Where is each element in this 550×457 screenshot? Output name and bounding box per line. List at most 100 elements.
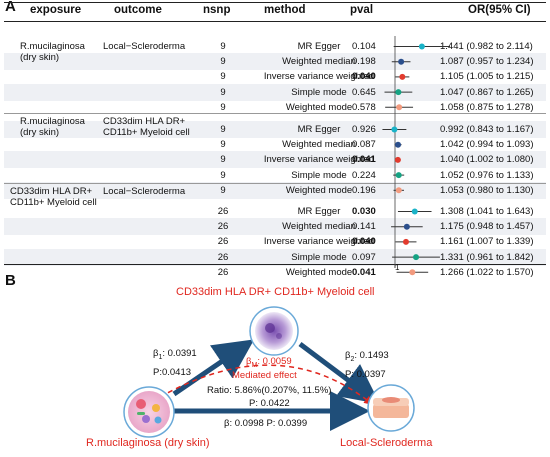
or-cell: 1.161 (1.007 to 1.339) <box>440 236 534 248</box>
method-cell: Weighted mode <box>285 184 353 196</box>
method-cell: Simple mode <box>291 169 347 181</box>
pval-cell: 0.141 <box>352 221 376 233</box>
nsnp-cell: 9 <box>220 101 226 113</box>
estimate-point <box>409 269 416 276</box>
or-cell: 1.331 (0.961 to 1.842) <box>440 251 534 263</box>
nsnp-cell: 9 <box>220 41 226 52</box>
estimate-point <box>391 126 398 133</box>
estimate-point <box>399 73 406 80</box>
nsnp-cell: 26 <box>217 236 229 248</box>
method-cell: MR Egger <box>297 206 341 217</box>
group1-exposure: R.mucilaginosa(dry skin) <box>20 41 85 63</box>
or-cell: 1.087 (0.957 to 1.234) <box>440 56 534 68</box>
header-nsnp: nsnp <box>203 4 231 16</box>
mediator-label: CD33dim HLA DR+ CD11b+ Myeloid cell <box>176 286 375 298</box>
direct-effect-annotation: β: 0.0998 P: 0.0399 <box>224 418 308 429</box>
header-bottom-rule <box>4 21 546 22</box>
nsnp-cell: 9 <box>220 86 226 98</box>
group2-outcome: CD33dim HLA DR+CD11b+ Myeloid cell <box>103 116 190 138</box>
nsnp-cell: 9 <box>220 139 226 151</box>
outcome-node <box>367 384 415 432</box>
or-cell: 1.441 (0.982 to 2.114) <box>440 41 533 52</box>
group2-exposure: R.mucilaginosa(dry skin) <box>20 116 85 138</box>
estimate-point <box>395 172 402 179</box>
header-exposure: exposure <box>30 4 82 16</box>
pval-cell: 0.087 <box>352 139 376 151</box>
method-cell: Inverse variance weighted <box>263 236 375 248</box>
nsnp-cell: 26 <box>217 266 229 278</box>
group-separator-2 <box>4 183 546 184</box>
or-cell: 1.042 (0.994 to 1.093) <box>440 139 534 151</box>
nsnp-cell: 26 <box>217 221 229 233</box>
method-cell: MR Egger <box>297 124 341 135</box>
method-cell: Weighted median <box>282 139 356 151</box>
betaM-annotation: βM: 0.0059 <box>246 356 292 369</box>
ratio-p-annotation: P: 0.0422 <box>249 398 290 409</box>
estimate-point <box>418 43 425 50</box>
pval-cell: 0.224 <box>352 169 376 181</box>
mediator-node <box>249 306 299 356</box>
method-cell: Weighted median <box>282 56 356 68</box>
nsnp-cell: 9 <box>220 184 226 196</box>
group3-outcome: Local−Scleroderma <box>103 186 186 197</box>
header-or: OR(95% CI) <box>468 4 531 16</box>
or-cell: 1.105 (1.005 to 1.215) <box>440 71 534 83</box>
axis-tick-label-1: 1 <box>395 263 400 272</box>
or-cell: 1.175 (0.948 to 1.457) <box>440 221 534 233</box>
mediated-effect-curve <box>159 364 374 405</box>
pval-cell: 0.030 <box>352 206 376 217</box>
nsnp-cell: 9 <box>220 124 226 135</box>
exposure-label: R.mucilaginosa (dry skin) <box>86 437 210 449</box>
forest-plot <box>382 36 451 276</box>
arrow-exposure-to-mediator <box>172 339 255 397</box>
nsnp-cell: 9 <box>220 154 226 166</box>
beta1-annotation: β1: 0.0391 P:0.0413 <box>153 348 197 378</box>
exposure-node <box>123 386 175 438</box>
skin-icon <box>373 404 409 418</box>
nsnp-cell: 9 <box>220 71 226 83</box>
pval-cell: 0.926 <box>352 124 376 135</box>
pval-cell: 0.578 <box>352 101 376 113</box>
estimate-point <box>395 187 402 194</box>
group-separator-1 <box>4 113 546 114</box>
beta2-annotation: β2: 0.1493 P: 0.0397 <box>345 350 389 380</box>
pval-cell: 0.040 <box>352 236 376 248</box>
pval-cell: 0.040 <box>352 71 376 83</box>
method-cell: Simple mode <box>291 251 347 263</box>
estimate-point <box>396 104 403 111</box>
group3-exposure: CD33dim HLA DR+CD11b+ Myeloid cell <box>10 186 97 208</box>
table-row: 26 MR Egger 0.030 1.308 (1.041 to 1.643) <box>4 203 546 220</box>
table-row: 9 Simple mode 0.224 1.052 (0.976 to 1.133) <box>4 167 546 184</box>
nsnp-cell: 9 <box>220 56 226 68</box>
nsnp-cell: 26 <box>217 206 229 217</box>
header-method: method <box>264 4 306 16</box>
or-cell: 1.040 (1.002 to 1.080) <box>440 154 534 166</box>
pval-cell: 0.645 <box>352 86 376 98</box>
method-cell: Inverse variance weighted <box>263 71 375 83</box>
pval-cell: 0.097 <box>352 251 376 263</box>
pval-cell: 0.196 <box>352 184 376 196</box>
pval-cell: 0.041 <box>352 266 376 278</box>
bacteria-icon <box>128 391 170 433</box>
arrow-mediator-to-outcome <box>298 342 380 404</box>
or-cell: 1.308 (1.041 to 1.643) <box>440 206 534 217</box>
or-cell: 1.047 (0.867 to 1.265) <box>440 86 534 98</box>
or-cell: 1.052 (0.976 to 1.133) <box>440 169 534 181</box>
estimate-point <box>413 254 420 261</box>
header-top-rule <box>4 2 546 3</box>
or-cell: 1.266 (1.022 to 1.570) <box>440 266 534 278</box>
nsnp-cell: 9 <box>220 169 226 181</box>
estimate-point <box>403 223 410 230</box>
estimate-point <box>398 58 405 65</box>
estimate-point <box>411 208 418 215</box>
